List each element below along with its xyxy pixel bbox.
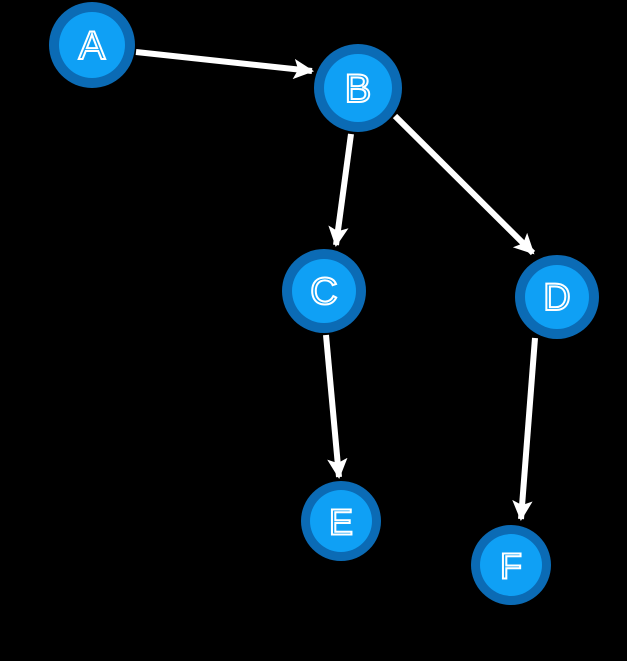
nodes-layer: A B C D E F — [49, 2, 599, 605]
node-fill — [480, 534, 542, 596]
node-f[interactable]: F — [471, 525, 551, 605]
node-label: F — [500, 546, 522, 587]
edge-d-to-f[interactable] — [512, 337, 538, 522]
edge-b-to-d[interactable] — [392, 113, 536, 256]
edge-line — [512, 337, 538, 522]
node-c[interactable]: C — [282, 249, 366, 333]
edge-b-to-c[interactable] — [328, 133, 354, 248]
node-a[interactable]: A — [49, 2, 135, 88]
node-label: A — [79, 24, 106, 68]
node-label: C — [310, 271, 337, 313]
node-label: B — [345, 67, 372, 111]
node-label: D — [543, 277, 570, 319]
node-label: E — [329, 502, 353, 543]
edge-line — [392, 113, 536, 256]
node-fill — [324, 54, 392, 122]
edge-line — [328, 133, 354, 248]
node-fill — [292, 259, 356, 323]
node-e[interactable]: E — [301, 481, 381, 561]
edge-line — [135, 49, 315, 80]
edge-line — [323, 334, 348, 480]
node-fill — [525, 265, 589, 329]
node-fill — [310, 490, 372, 552]
node-b[interactable]: B — [314, 44, 402, 132]
edge-a-to-b[interactable] — [135, 49, 315, 80]
edges-layer — [135, 49, 538, 522]
edge-c-to-e[interactable] — [323, 334, 348, 480]
node-d[interactable]: D — [515, 255, 599, 339]
node-fill — [59, 12, 125, 78]
